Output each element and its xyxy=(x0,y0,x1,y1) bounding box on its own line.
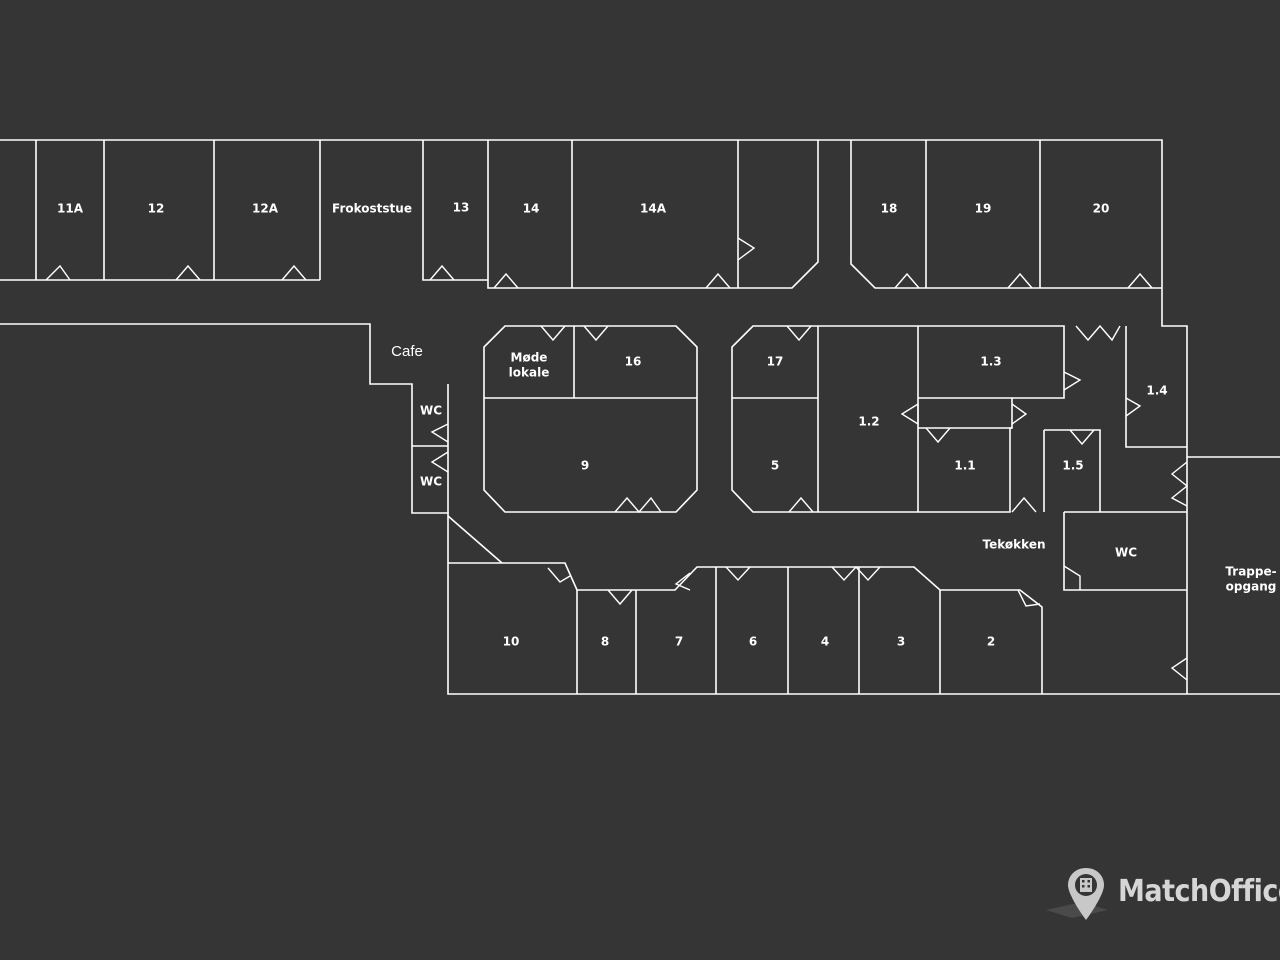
room-labels: 11A 12 12A Frokoststue 13 14 14A 18 19 2… xyxy=(57,201,1277,649)
room-label-wc-upper: WC xyxy=(420,404,442,418)
room-label-2: 2 xyxy=(987,635,995,649)
room-label-11a: 11A xyxy=(57,202,84,216)
room-label-10: 10 xyxy=(503,635,520,649)
room-label-3: 3 xyxy=(897,635,905,649)
walls xyxy=(0,139,1280,695)
room-label-tekokken: Tekøkken xyxy=(982,538,1045,552)
room-label-5: 5 xyxy=(771,459,779,473)
room-label-mode-line2: lokale xyxy=(509,366,550,380)
room-label-20: 20 xyxy=(1093,202,1110,216)
room-label-wc-right: WC xyxy=(1115,546,1137,560)
doors xyxy=(45,237,1189,681)
room-label-13: 13 xyxy=(453,201,470,215)
location-pin-building-icon xyxy=(1046,868,1108,920)
room-label-16: 16 xyxy=(625,355,642,369)
room-label-17: 17 xyxy=(767,355,784,369)
room-label-1-4: 1.4 xyxy=(1146,384,1167,398)
room-label-frokoststue: Frokoststue xyxy=(332,202,412,216)
room-label-9: 9 xyxy=(581,459,589,473)
room-label-12: 12 xyxy=(148,202,165,216)
room-label-4: 4 xyxy=(821,635,829,649)
room-label-6: 6 xyxy=(749,635,757,649)
room-label-7: 7 xyxy=(675,635,683,649)
room-label-1-1: 1.1 xyxy=(954,459,975,473)
room-label-trappe-line1: Trappe- xyxy=(1225,565,1276,579)
room-label-1-5: 1.5 xyxy=(1062,459,1083,473)
room-label-14: 14 xyxy=(523,202,540,216)
room-label-1-3: 1.3 xyxy=(980,355,1001,369)
room-label-14a: 14A xyxy=(640,202,667,216)
matchoffice-logo: MatchOffice xyxy=(1046,866,1280,926)
room-label-1-2: 1.2 xyxy=(858,415,879,429)
room-label-trappe-line2: opgang xyxy=(1226,580,1277,594)
room-label-18: 18 xyxy=(881,202,898,216)
room-label-wc-lower: WC xyxy=(420,475,442,489)
room-label-cafe: Cafe xyxy=(391,343,423,360)
room-label-mode-line1: Møde xyxy=(511,351,548,365)
room-label-19: 19 xyxy=(975,202,992,216)
room-label-8: 8 xyxy=(601,635,609,649)
brand-name: MatchOffice xyxy=(1118,874,1280,909)
room-label-12a: 12A xyxy=(252,202,279,216)
